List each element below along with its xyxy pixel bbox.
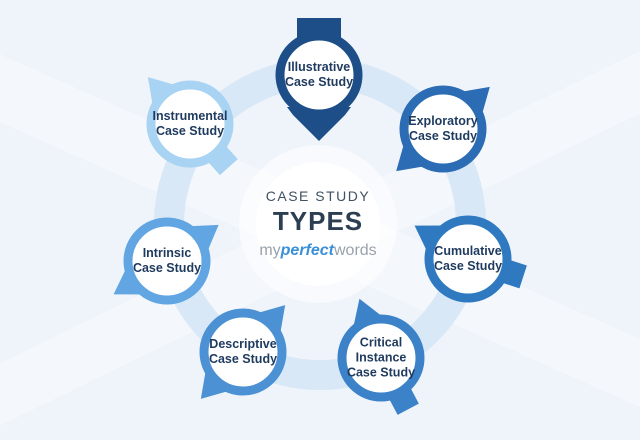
arrow-head-icon — [287, 107, 351, 141]
node-ring — [337, 314, 425, 402]
node-illustrative — [275, 18, 363, 141]
center-circle — [239, 145, 397, 303]
node-instrumental — [135, 65, 238, 176]
node-cumulative — [405, 211, 527, 303]
node-ring — [424, 215, 512, 303]
node-ring — [123, 217, 211, 305]
node-descriptive — [188, 293, 298, 411]
node-ring — [275, 31, 363, 119]
node-exploratory — [384, 74, 502, 184]
node-ring — [399, 85, 487, 173]
node-critical-instance — [337, 292, 425, 415]
node-intrinsic — [104, 210, 229, 309]
node-ring — [199, 308, 287, 396]
node-ring — [146, 80, 234, 168]
